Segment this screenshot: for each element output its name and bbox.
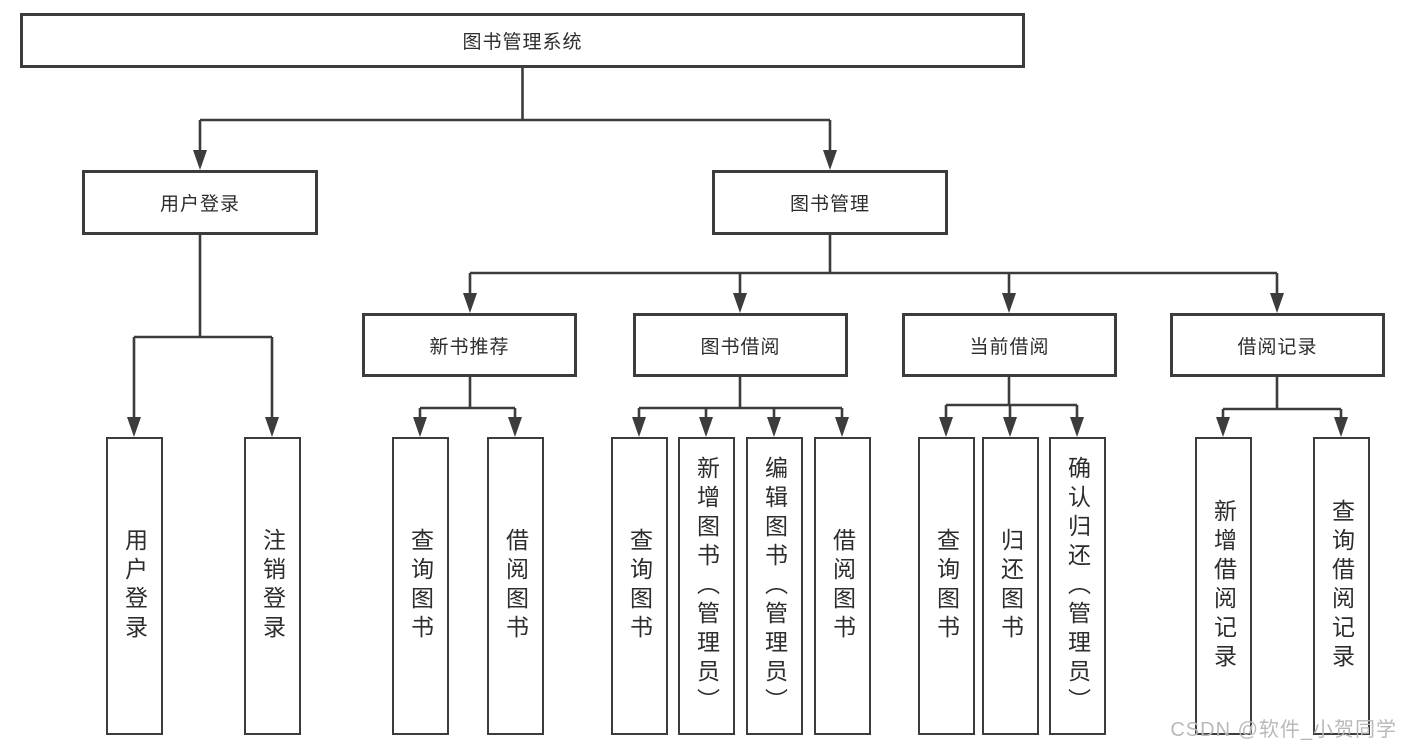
leaf-logout: 注销登录 — [243, 437, 301, 735]
leaf-search-borrow-record: 查询借阅记录 — [1312, 437, 1370, 735]
node-label: 当前借阅 — [969, 336, 1050, 358]
node-label: 借阅记录 — [1237, 336, 1318, 358]
node-label: 查询图书 — [626, 528, 653, 644]
node-label: 查询借阅记录 — [1328, 499, 1355, 673]
node-label: 注销登录 — [259, 528, 286, 644]
node-new-book-recommendation: 新书推荐 — [362, 313, 577, 377]
leaf-confirm-return-admin: 确认归还（管理员） — [1048, 437, 1106, 735]
leaf-search-books-borrowing: 查询图书 — [610, 437, 668, 735]
leaf-borrow-books: 借阅图书 — [813, 437, 871, 735]
node-book-management: 图书管理 — [712, 170, 948, 235]
node-label: 新增图书（管理员） — [693, 455, 720, 717]
node-book-management-system: 图书管理系统 — [20, 13, 1025, 68]
node-label: 查询图书 — [933, 528, 960, 644]
leaf-return-books: 归还图书 — [981, 437, 1039, 735]
csdn-watermark: CSDN @软件_小贺同学 — [1170, 719, 1397, 741]
node-book-borrowing: 图书借阅 — [633, 313, 848, 377]
leaf-edit-books-admin: 编辑图书（管理员） — [745, 437, 803, 735]
leaf-borrow-books-recommend: 借阅图书 — [486, 437, 544, 735]
node-label: 图书借阅 — [700, 336, 781, 358]
node-label: 图书管理系统 — [462, 32, 583, 53]
node-label: 图书管理 — [789, 194, 870, 215]
node-label: 新增借阅记录 — [1210, 499, 1237, 673]
node-label: 用户登录 — [159, 194, 240, 215]
leaf-add-borrow-record: 新增借阅记录 — [1194, 437, 1252, 735]
node-user-login: 用户登录 — [82, 170, 318, 235]
node-label: 借阅图书 — [829, 528, 856, 644]
node-label: 确认归还（管理员） — [1064, 455, 1091, 717]
node-borrowing-records: 借阅记录 — [1170, 313, 1385, 377]
leaf-user-login: 用户登录 — [105, 437, 163, 735]
node-label: 查询图书 — [407, 528, 434, 644]
node-current-borrowing: 当前借阅 — [902, 313, 1117, 377]
node-label: 编辑图书（管理员） — [761, 455, 788, 717]
leaf-add-books-admin: 新增图书（管理员） — [677, 437, 735, 735]
node-label: 归还图书 — [997, 528, 1024, 644]
node-label: 新书推荐 — [429, 336, 510, 358]
leaf-search-books-current: 查询图书 — [917, 437, 975, 735]
node-label: 借阅图书 — [502, 528, 529, 644]
leaf-search-books-recommend: 查询图书 — [391, 437, 449, 735]
node-label: 用户登录 — [121, 528, 148, 644]
